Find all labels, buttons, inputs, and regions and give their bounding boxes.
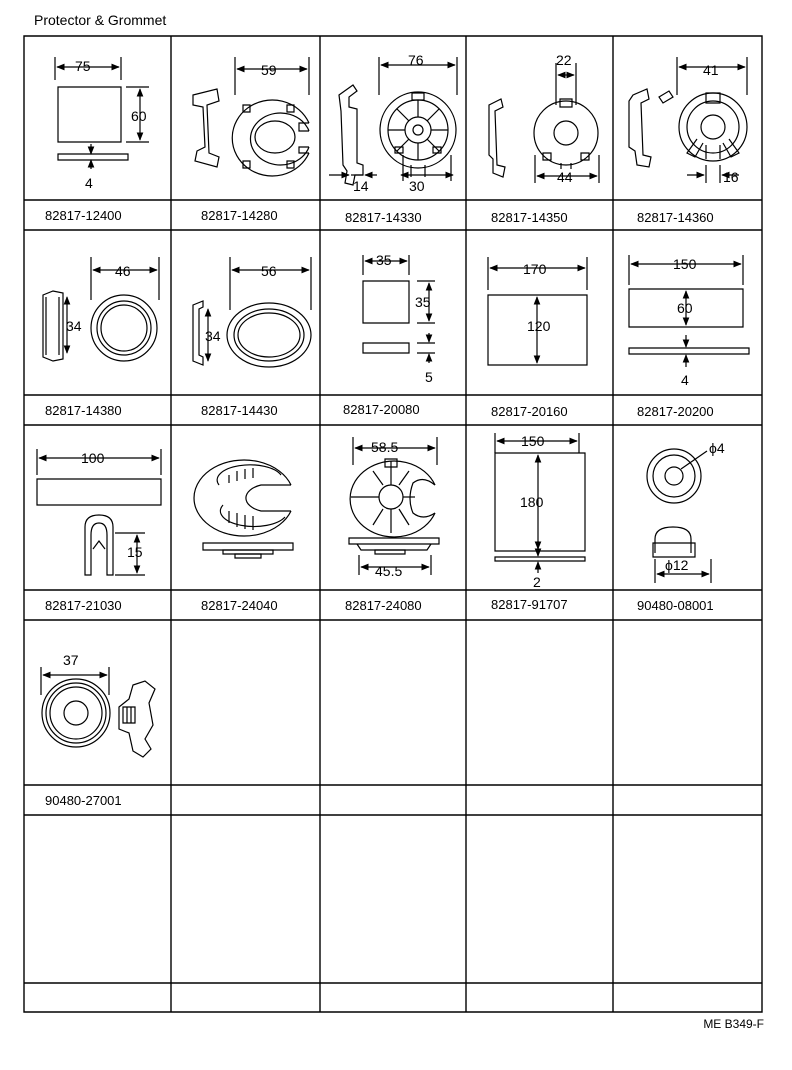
part-82817-14380 [43,257,159,361]
part-number: 82817-12400 [45,208,122,223]
dim-label: 15 [127,544,143,560]
part-82817-14360 [629,57,747,183]
part-82817-24040 [194,460,293,558]
dim-label: 45.5 [375,563,402,579]
dim-label: 58.5 [371,439,398,455]
dim-label: 120 [527,318,551,334]
part-number: 82817-20080 [343,402,420,417]
part-number: 90480-08001 [637,598,714,613]
part-90480-08001 [647,449,711,583]
part-number: 82817-24080 [345,598,422,613]
dim-label: 14 [353,178,369,194]
part-82817-14330 [329,57,457,185]
part-90480-27001 [41,667,155,757]
part-number: 82817-24040 [201,598,278,613]
part-82817-14430 [193,257,311,367]
dim-label: 16 [723,169,739,185]
part-number: 82817-20200 [637,404,714,419]
part-number: 82817-14430 [201,403,278,418]
dim-label: 150 [521,433,545,449]
dim-label: 34 [205,328,221,344]
dim-label: 35 [376,252,392,268]
drawing-code: ME B349-F [703,1017,764,1031]
part-number: 82817-14330 [345,210,422,225]
dim-label: 30 [409,178,425,194]
dim-label: 180 [520,494,544,510]
dim-label: 170 [523,261,547,277]
dim-label: 35 [415,294,431,310]
part-number: 82817-14360 [637,210,714,225]
dim-label: 4 [681,372,689,388]
dim-label: 5 [425,369,433,385]
part-number: 82817-14350 [491,210,568,225]
dim-label: 76 [408,52,424,68]
dim-label: 75 [75,58,91,74]
dim-label: 44 [557,169,573,185]
dim-label: 46 [115,263,131,279]
part-number: 82817-20160 [491,404,568,419]
grid-lines [24,36,762,1012]
part-82817-20160 [488,257,587,365]
dim-label: 2 [533,574,541,590]
dim-label: 100 [81,450,105,466]
dim-label: 37 [63,652,79,668]
part-82817-12400 [55,57,149,169]
part-82817-24080 [349,437,439,575]
dim-label: 59 [261,62,277,78]
part-82817-21030 [37,449,161,575]
parts-diagram: 75 60 4 59 76 14 30 [23,35,763,1013]
part-82817-91707 [495,433,585,573]
parts-grid: 75 60 4 59 76 14 30 [23,35,763,1013]
dim-label: ϕ12 [665,557,689,573]
dim-label: 41 [703,62,719,78]
part-number: 82817-21030 [45,598,122,613]
part-number: 82817-14280 [201,208,278,223]
dim-label: 34 [66,318,82,334]
dim-label: 150 [673,256,697,272]
part-82817-14350 [489,63,599,183]
dim-label: 60 [131,108,147,124]
part-number: 82817-14380 [45,403,122,418]
dim-label: 60 [677,300,693,316]
dim-label: 22 [556,52,572,68]
part-number: 82817-91707 [491,597,568,612]
dim-label: ϕ4 [709,440,725,456]
part-82817-20080 [363,255,435,363]
part-82817-20200 [629,255,749,367]
part-number: 90480-27001 [45,793,122,808]
part-82817-14280 [193,57,309,176]
dim-label: 4 [85,175,93,191]
page-title: Protector & Grommet [34,12,167,28]
dim-label: 56 [261,263,277,279]
